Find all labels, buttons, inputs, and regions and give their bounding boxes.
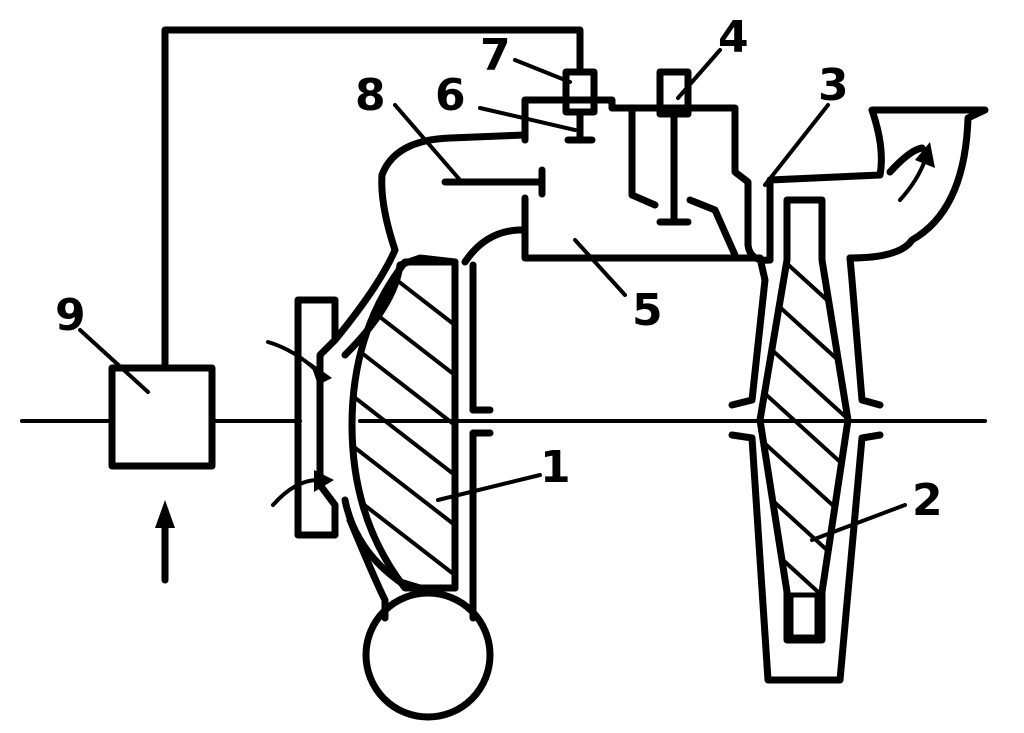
inlet-flow-arrows [266,340,334,507]
valve-7 [562,68,598,144]
bypass-chamber-5 [521,96,774,264]
rod-8 [441,166,546,198]
control-unit-9 [108,364,216,470]
label-1: 1 [540,442,571,493]
exhaust-arrow [898,142,935,202]
leader-lines [78,48,907,542]
label-7: 7 [480,30,511,81]
label-2: 2 [912,475,943,526]
label-8: 8 [355,70,386,121]
compressor-inlet-flange [294,296,339,539]
label-4: 4 [718,12,749,63]
turbine-housing [728,106,989,684]
label-5: 5 [632,285,663,336]
input-arrow [155,500,175,584]
label-9: 9 [55,290,86,341]
label-6: 6 [435,70,466,121]
control-line [161,26,584,372]
wastegate-4 [656,68,692,226]
compressor-wheel-1 [348,258,459,592]
label-3: 3 [818,60,849,111]
compressor-housing [331,131,529,721]
